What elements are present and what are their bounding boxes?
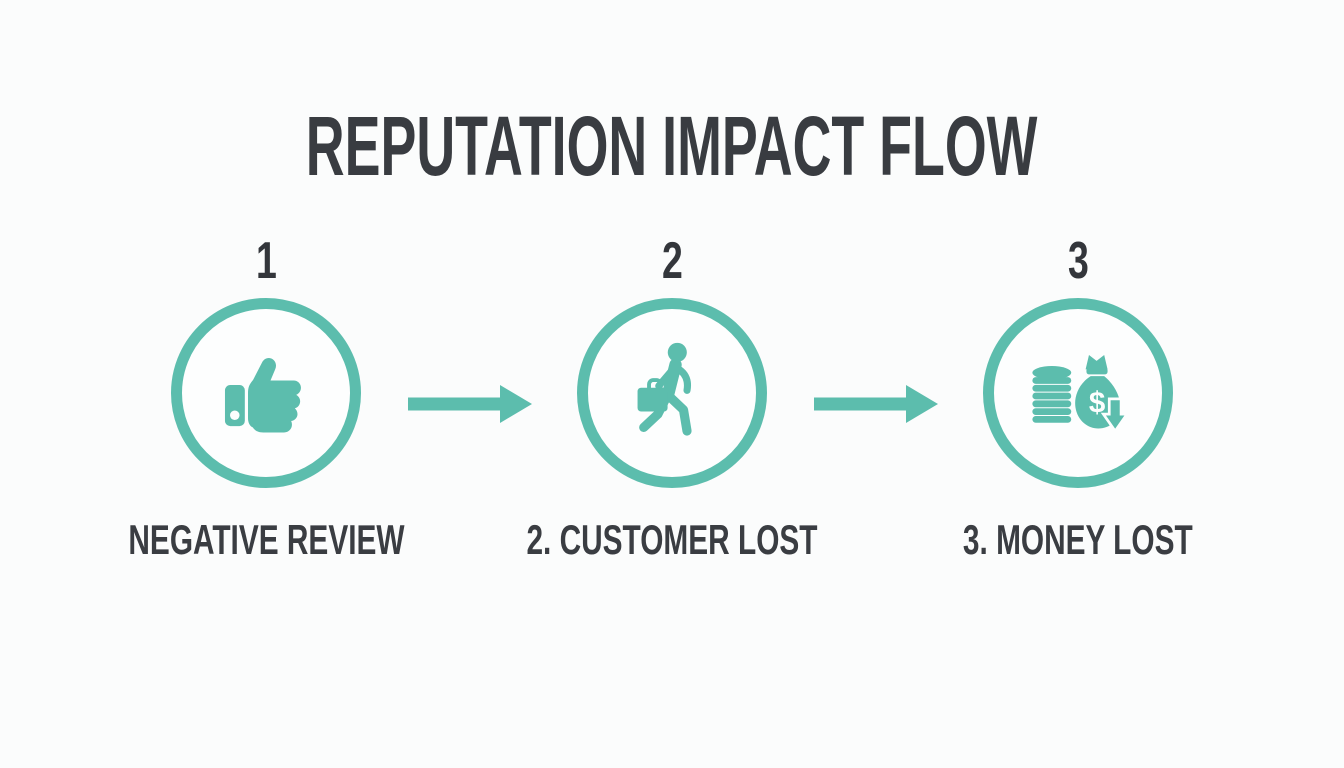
thumb-cuff-dot [230,410,240,420]
step-1-label: NEGATIVE REVIEW [127,516,405,563]
step-1-number: 1 [255,232,277,290]
coin-stack-icon [1032,365,1072,423]
page-title: REPUTATION IMPACT FLOW [306,99,1038,193]
briefcase [637,387,668,412]
money-loss-icon: $ [1032,354,1127,434]
briefcase-handle [647,378,663,389]
step-3-number: 3 [1067,232,1089,290]
step-2-number: 2 [661,232,683,290]
right-arrow-icon [814,385,938,423]
step-2-circle [577,298,767,488]
down-arrow-icon [1100,397,1127,434]
step-3-column: 3 [938,234,1218,562]
step-1-circle [171,298,361,488]
title-area: REPUTATION IMPACT FLOW [0,0,1344,188]
thumbs-up-icon [224,358,301,433]
step-2-column: 2 2. CUSTOMER LOST [526,232,817,562]
step-1-column: 1 NEGATIVE REVIEW [126,234,406,562]
right-arrow-icon [408,385,532,423]
walking-customer-icon [637,342,692,436]
step-3-label: 3. MONEY LOST [963,516,1193,563]
step-3-circle: $ [983,298,1173,488]
step-2-label: 2. CUSTOMER LOST [526,516,818,563]
flow-row: 1 NEGATIVE REVIEW 2 [0,234,1344,562]
dollar-sign: $ [1089,386,1106,419]
